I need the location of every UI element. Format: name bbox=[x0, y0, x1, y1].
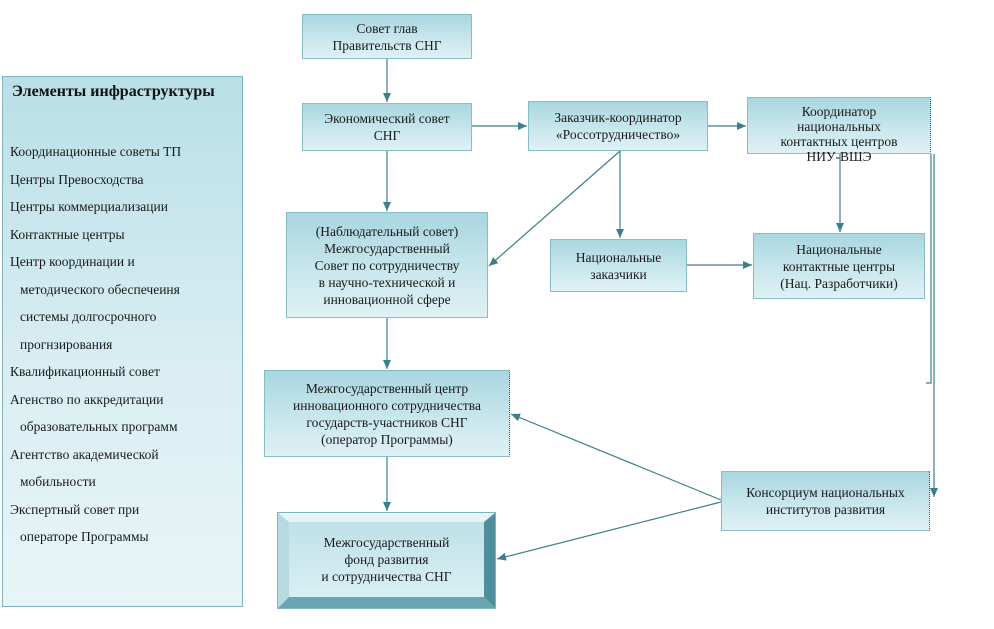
node-customer-coordinator: Заказчик-координатор «Россотрудничество» bbox=[528, 101, 708, 151]
panel-item: Агенство по аккредитации bbox=[10, 392, 164, 407]
edge-consortium-center bbox=[510, 413, 722, 501]
panel-item: Контактные центры bbox=[10, 227, 125, 242]
node-consortium: Консорциум национальных институтов разви… bbox=[721, 471, 930, 531]
infrastructure-panel: Элементы инфраструктуры Координационные … bbox=[2, 76, 243, 607]
node-supervisory-council: (Наблюдательный совет) Межгосударственны… bbox=[286, 212, 488, 318]
node-council-heads: Совет глав Правительств СНГ bbox=[302, 14, 472, 59]
panel-item: операторе Программы bbox=[20, 529, 149, 544]
panel-item: Центр координации и bbox=[10, 254, 135, 269]
node-national-contact-centers: Национальные контактные центры (Нац. Раз… bbox=[753, 233, 925, 299]
bevel-frame-shape bbox=[277, 512, 496, 609]
node-interstate-fund: Межгосударственный фонд развития и сотру… bbox=[277, 512, 496, 609]
node-economic-council: Экономический совет СНГ bbox=[302, 103, 472, 151]
node-interstate-fund-label: Межгосударственный фонд развития и сотру… bbox=[289, 522, 484, 597]
panel-title: Элементы инфраструктуры bbox=[12, 83, 215, 100]
edge-customer-supervisory bbox=[488, 150, 621, 267]
panel-item: образовательных программ bbox=[20, 419, 178, 434]
panel-item: Агентство академической bbox=[10, 447, 159, 462]
panel-item: Координационные советы ТП bbox=[10, 144, 182, 159]
edge-right-bracket bbox=[926, 154, 932, 384]
panel-item: Экспертный совет при bbox=[10, 502, 140, 517]
panel-item: Квалификационный совет bbox=[10, 364, 160, 379]
node-interstate-center: Межгосударственный центр инновационного … bbox=[264, 370, 510, 457]
panel-item: прогнзирования bbox=[20, 337, 113, 352]
edge-consortium-fund bbox=[496, 501, 722, 561]
panel-item: мобильности bbox=[20, 474, 96, 489]
node-national-customers: Национальные заказчики bbox=[550, 239, 687, 292]
panel-item: Центры Превосходства bbox=[10, 172, 144, 187]
panel-item: методического обеспечеиня bbox=[20, 282, 180, 297]
panel-item: Центры коммерциализации bbox=[10, 199, 168, 214]
panel-item: системы долгосрочного bbox=[20, 309, 157, 324]
